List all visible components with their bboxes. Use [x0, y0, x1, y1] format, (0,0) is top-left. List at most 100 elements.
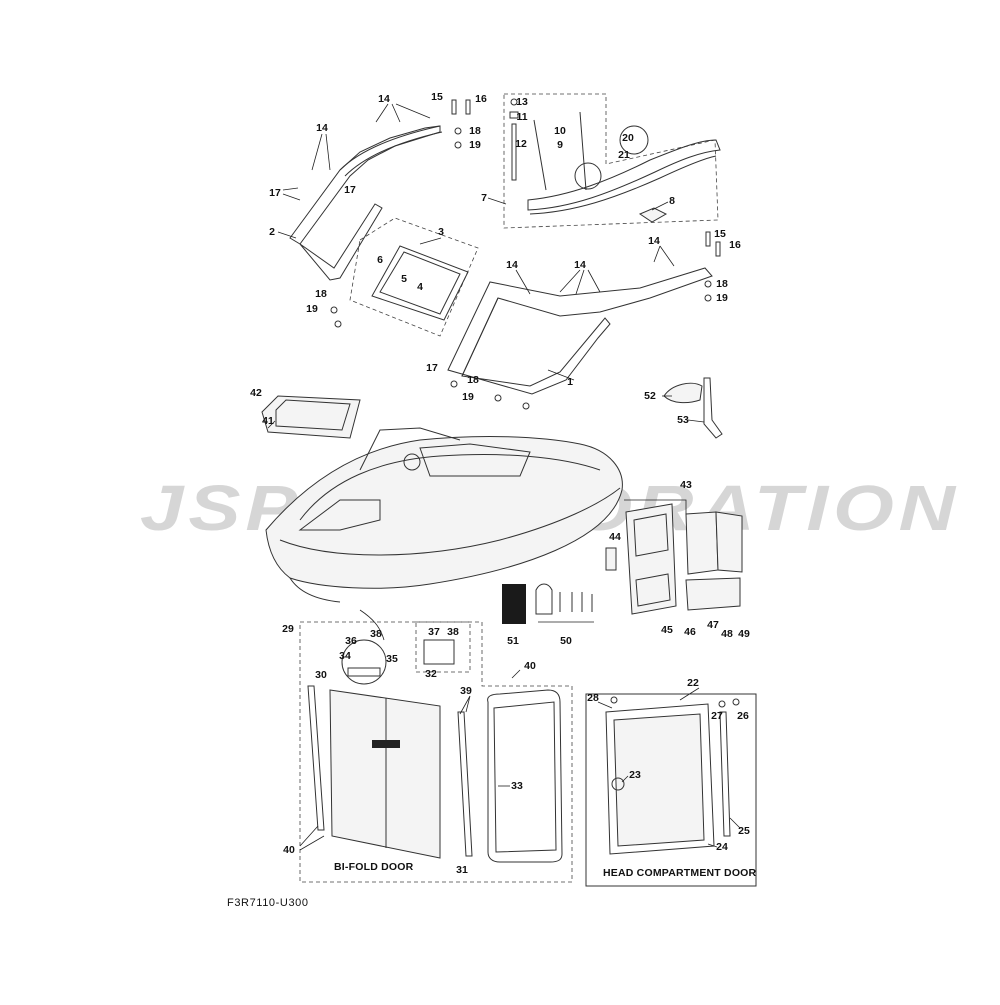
part-51-black-panel: [502, 584, 526, 624]
head-compartment-43: [605, 503, 743, 615]
leader-22: [679, 687, 700, 701]
part-callout-14: 14: [506, 259, 518, 271]
side-rail-trim: [529, 155, 717, 215]
part-callout-14: 14: [378, 93, 390, 105]
tray-inner: [275, 399, 351, 431]
part-callout-40: 40: [524, 660, 536, 672]
support-rods: [533, 111, 587, 191]
part-callout-1: 1: [567, 376, 573, 388]
nut-19: [454, 141, 462, 149]
leader-40b: [299, 825, 325, 851]
storage-tray-41: [261, 395, 361, 439]
fasteners-windshield: [330, 99, 721, 410]
part-callout-17: 17: [426, 362, 438, 374]
part-callout-5: 5: [401, 273, 407, 285]
compartment-panel-bottom: [635, 573, 671, 607]
door-handle-strip: [372, 740, 400, 748]
part-callout-9: 9: [557, 139, 563, 151]
part-callout-44: 44: [609, 531, 621, 543]
hinge-plate-32: [423, 639, 455, 665]
trim-25: [719, 711, 731, 837]
compartment-panel-top: [633, 513, 669, 557]
leader-40a: [511, 669, 521, 679]
bi-fold-door-group: [299, 621, 573, 883]
tool-bag-50: [535, 583, 553, 615]
washer-18: [454, 127, 462, 135]
door-latch-23: [611, 777, 625, 791]
part-callout-14: 14: [648, 235, 660, 247]
gasket-inner: [493, 701, 557, 853]
part-callout-19: 19: [306, 303, 318, 315]
leader-14e: [559, 269, 601, 295]
leader-14b: [311, 133, 331, 171]
part-callout-52: 52: [644, 390, 656, 402]
part-callout-24: 24: [716, 841, 728, 853]
hinge-strip-39: [457, 711, 473, 857]
windshield-top-rail: [339, 125, 443, 177]
leader-14d: [515, 269, 531, 295]
part-52: [663, 382, 703, 404]
rail-group-7: [503, 93, 721, 229]
part-callout-18: 18: [716, 278, 728, 290]
part-callout-22: 22: [687, 677, 699, 689]
leader-17a: [282, 187, 301, 201]
windshield-frame-right-edge: [461, 297, 499, 377]
rail-group-box: [503, 93, 719, 229]
part-callout-49: 49: [738, 628, 750, 640]
leader-41: [267, 420, 276, 429]
part-callout-10: 10: [554, 125, 566, 137]
part-callout-43: 43: [680, 479, 692, 491]
screw-16b: [715, 241, 721, 257]
washer-18d: [450, 380, 458, 388]
part-callout-19: 19: [716, 292, 728, 304]
nut-19c: [334, 320, 342, 328]
side-rail: [527, 139, 721, 211]
part-callout-14: 14: [574, 259, 586, 271]
part-callout-29: 29: [282, 623, 294, 635]
leader-7: [487, 197, 507, 205]
part-callout-20: 20: [622, 132, 634, 144]
bow-seating: [298, 499, 381, 531]
head-compartment-door-group: [585, 693, 757, 887]
nut-19e: [522, 402, 530, 410]
part-callout-19: 19: [462, 391, 474, 403]
bi-fold-door-panel: [329, 689, 441, 859]
nut-19b: [704, 294, 712, 302]
part-callout-28: 28: [587, 692, 599, 704]
part-callout-15: 15: [431, 91, 443, 103]
part-callout-4: 4: [417, 281, 423, 293]
part-callout-53: 53: [677, 414, 689, 426]
compartment-box-a: [685, 511, 719, 575]
part-callout-2: 2: [269, 226, 275, 238]
part-callout-13: 13: [516, 96, 528, 108]
leader-hull-door: [359, 609, 385, 641]
part-callout-50: 50: [560, 635, 572, 647]
bracket-8: [638, 207, 668, 223]
part-callout-30: 30: [315, 669, 327, 681]
part-callout-16: 16: [475, 93, 487, 105]
windshield-frame-assembly: [289, 125, 713, 395]
parts-52-53: [663, 377, 723, 439]
compartment-panel: [625, 503, 677, 615]
bi-fold-group-box: [299, 621, 573, 883]
washer-13: [510, 98, 518, 106]
tools-50: [559, 592, 593, 612]
door-panel: [613, 713, 705, 847]
windshield-frame-right: [447, 267, 713, 395]
cockpit: [419, 443, 531, 477]
drawing-code: F3R7110-U300: [227, 897, 309, 909]
trim-30: [307, 685, 325, 831]
part-callout-25: 25: [738, 825, 750, 837]
windshield-frame-left: [289, 125, 441, 245]
part-callout-40: 40: [283, 844, 295, 856]
leader-14a: [375, 103, 431, 123]
part-callout-7: 7: [481, 192, 487, 204]
leader-lines: [267, 103, 741, 851]
hull-bottom: [289, 577, 341, 603]
part-callout-6: 6: [377, 254, 383, 266]
leader-28: [597, 701, 613, 709]
center-frame-group-box: [349, 217, 479, 337]
